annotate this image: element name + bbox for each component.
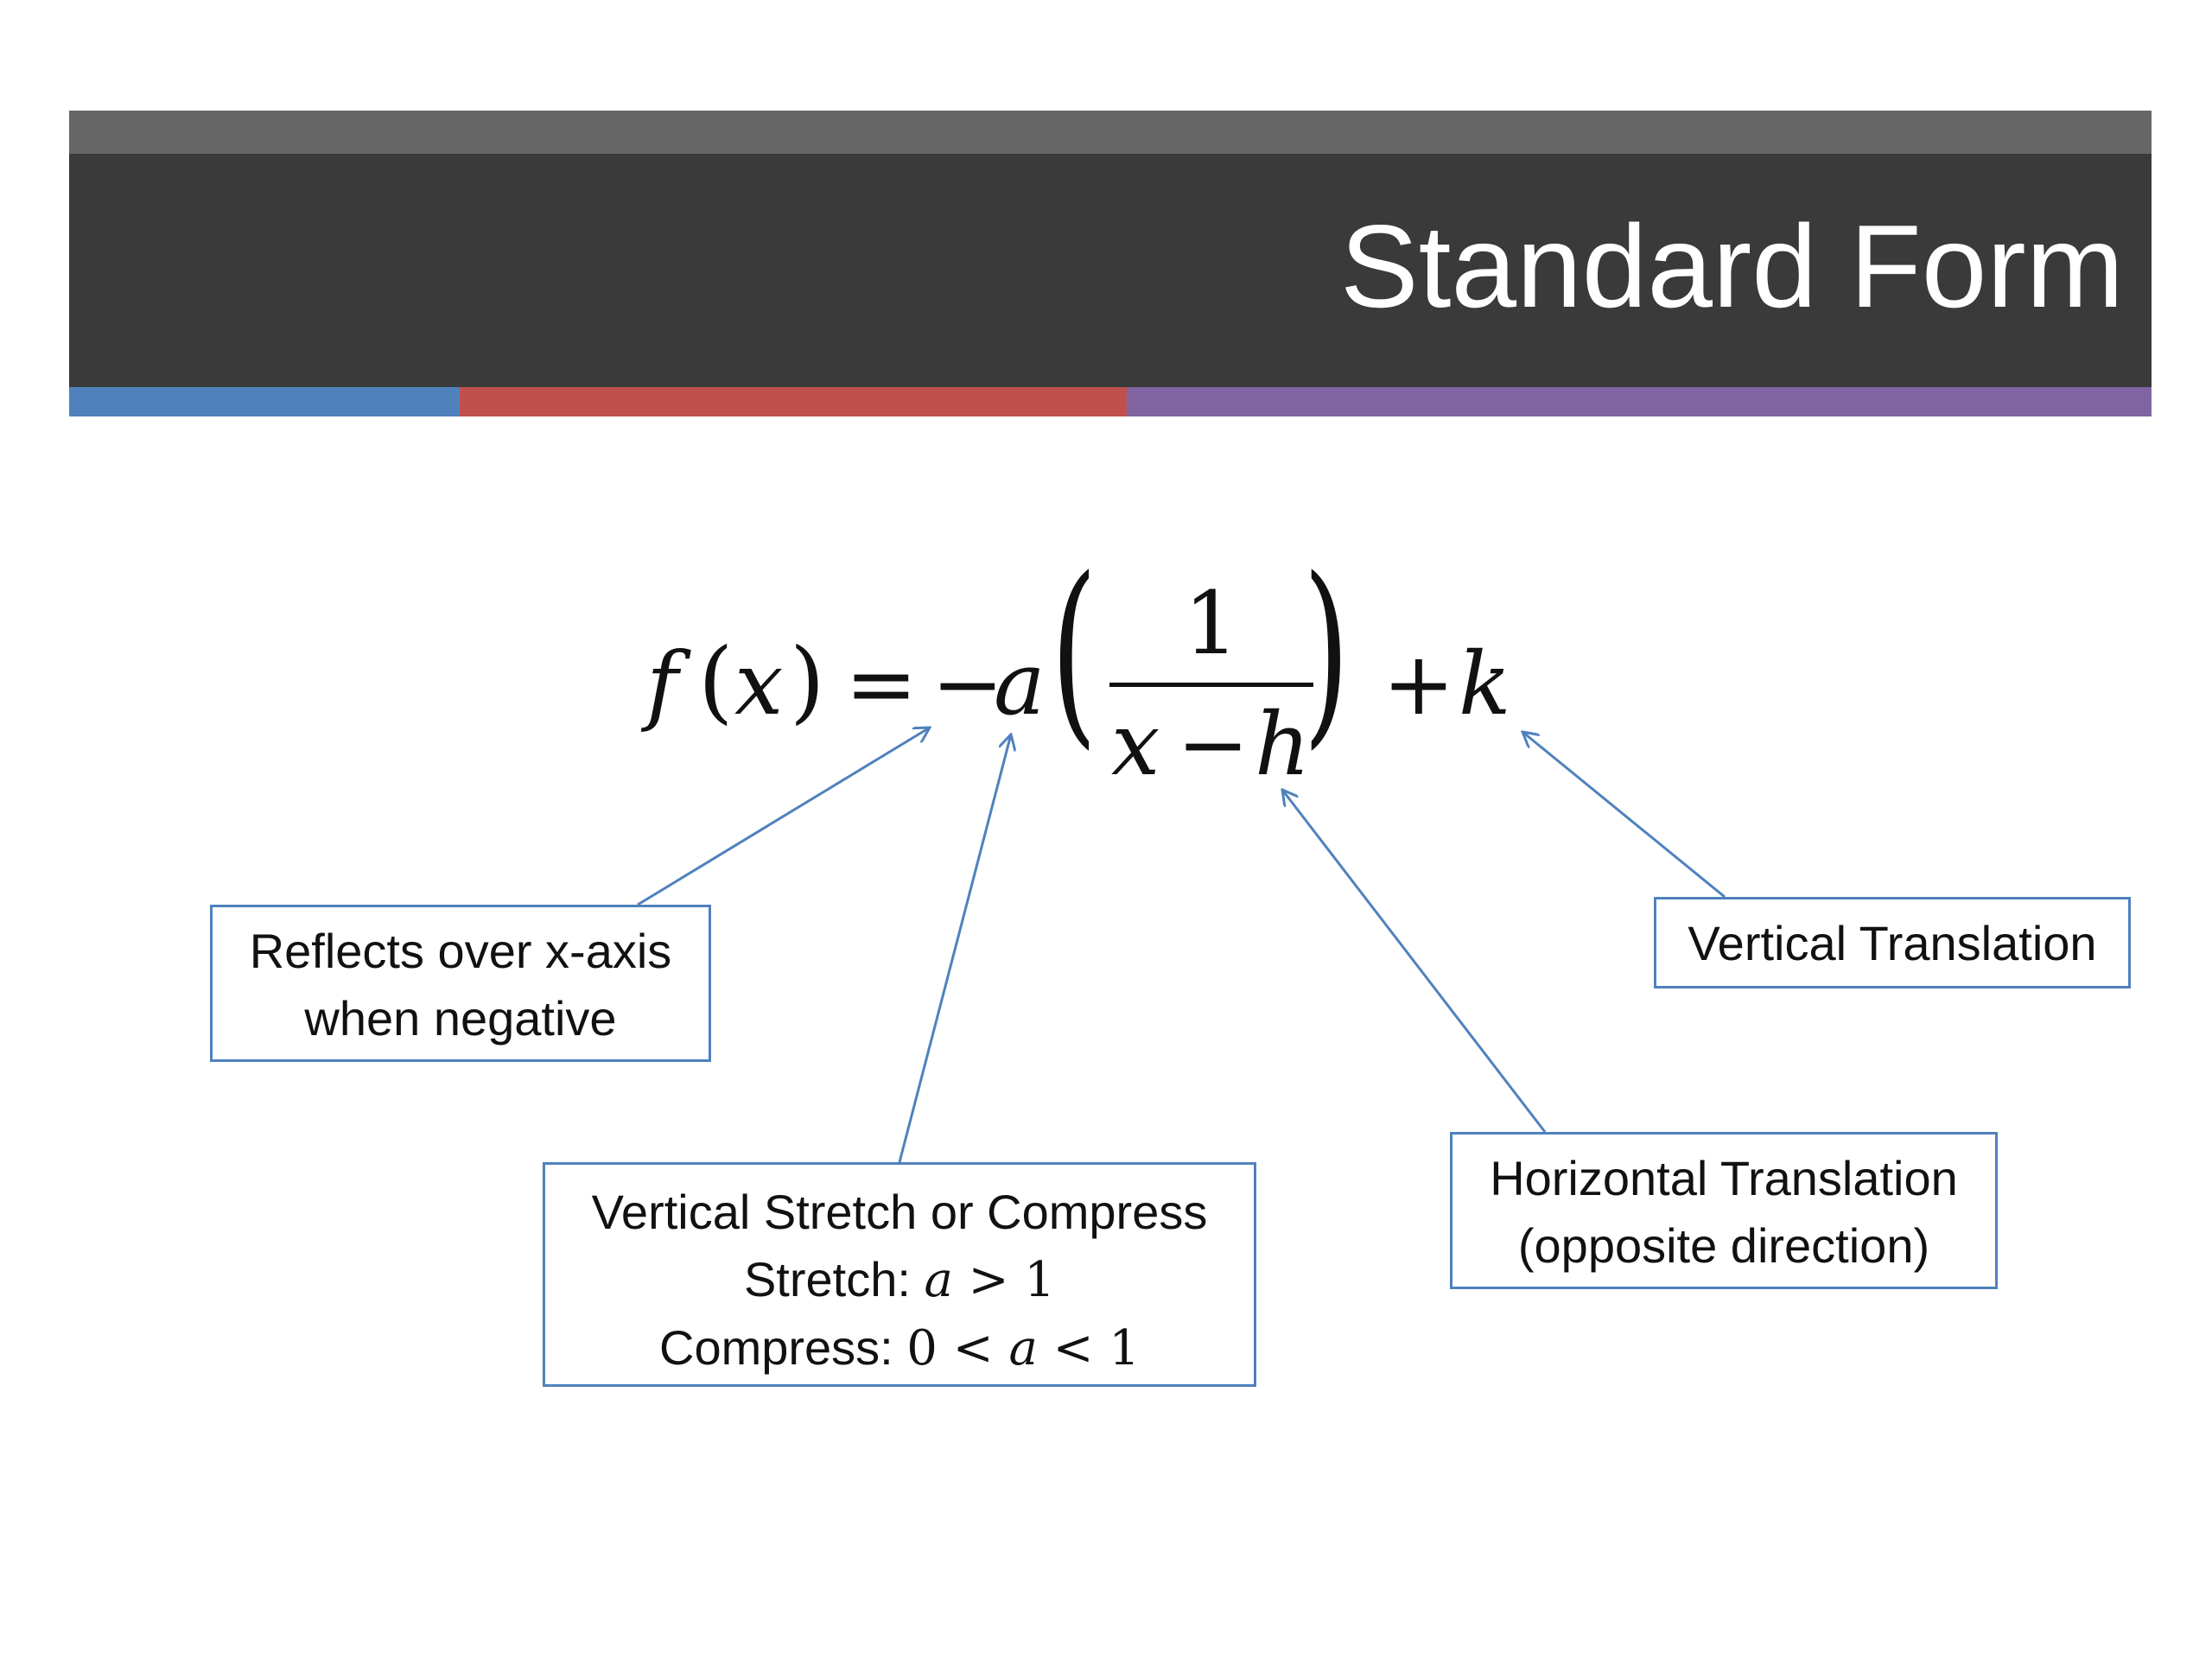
slide-title: Standard Form (1339, 200, 2124, 332)
title-band: Standard Form (69, 154, 2152, 387)
callout-reflect: Reflects over x-axis when negative (210, 905, 711, 1062)
formula-den-x: x (1111, 694, 1160, 795)
formula-fraction-bar (1109, 683, 1313, 687)
formula-equals: = (845, 633, 918, 734)
callout-horizontal-line1: Horizontal Translation (1490, 1151, 1958, 1205)
formula-f: f (646, 633, 679, 734)
formula-paren-close: ) (790, 628, 825, 734)
formula-a: a (994, 633, 1046, 734)
callout-stretch-rule: Stretch: a > 1 (545, 1246, 1254, 1314)
accent-bar-blue (69, 387, 460, 416)
formula-x: x (734, 633, 784, 734)
accent-bar-red (460, 387, 1127, 416)
callout-horizontal-line2: (opposite direction) (1517, 1218, 1930, 1273)
formula-big-paren-close: ) (1303, 537, 1350, 767)
callout-stretch: Vertical Stretch or Compress Stretch: a … (543, 1162, 1256, 1387)
compress-a: a (1008, 1320, 1038, 1376)
formula-big-paren-open: ( (1051, 537, 1097, 767)
stretch-label: Stretch: (743, 1252, 925, 1306)
arrow-stretch (898, 734, 1011, 1163)
formula-den-minus: − (1177, 694, 1249, 795)
compress-lower: 0 < (906, 1320, 1009, 1376)
formula-minus: − (931, 633, 1004, 734)
formula-plus: + (1382, 633, 1455, 734)
stretch-relation: > 1 (952, 1252, 1056, 1308)
formula-k: k (1459, 633, 1511, 734)
formula-paren-open: ( (698, 628, 734, 734)
arrow-reflect (637, 728, 930, 906)
accent-bar-purple (1127, 387, 2152, 416)
formula-numerator: 1 (1184, 573, 1239, 674)
callout-reflect-line2: when negative (304, 991, 617, 1046)
callout-compress-rule: Compress: 0 < a < 1 (545, 1314, 1254, 1382)
formula-den-h: h (1255, 694, 1311, 795)
callout-stretch-title: Vertical Stretch or Compress (591, 1185, 1208, 1239)
compress-upper: < 1 (1037, 1320, 1140, 1376)
callout-reflect-line1: Reflects over x-axis (249, 924, 672, 978)
compress-label: Compress: (659, 1320, 907, 1375)
callout-vertical-line1: Vertical Translation (1688, 916, 2097, 970)
callout-horizontal-translation: Horizontal Translation (opposite directi… (1450, 1132, 1998, 1289)
arrow-horizontal (1282, 790, 1547, 1133)
stretch-a: a (924, 1252, 953, 1308)
title-top-strip (69, 111, 2152, 154)
callout-vertical-translation: Vertical Translation (1654, 897, 2131, 988)
arrow-vertical (1522, 732, 1726, 899)
